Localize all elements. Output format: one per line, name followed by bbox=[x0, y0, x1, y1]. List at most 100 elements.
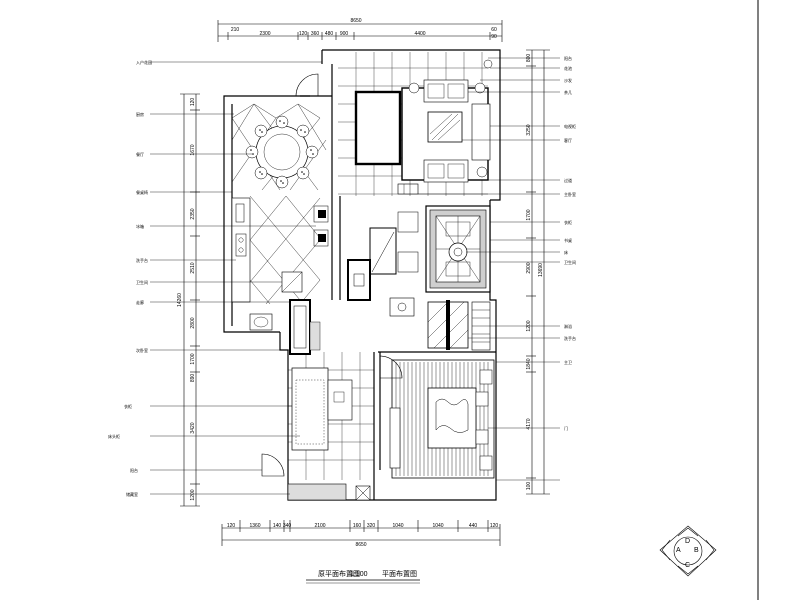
left-dim-seg-3: 2510 bbox=[190, 262, 196, 273]
bottom-dim-seg-4: 2100 bbox=[314, 523, 325, 529]
master-wardrobe bbox=[389, 407, 401, 469]
bottom-dim-seg-6: 320 bbox=[367, 523, 376, 529]
kitchen-sink bbox=[235, 203, 245, 223]
right-dim-seg-7: 100 bbox=[526, 482, 532, 491]
top-dim-right-small: 90 bbox=[491, 34, 497, 40]
kitchen-stove bbox=[235, 233, 247, 257]
master-bed-linen bbox=[435, 398, 469, 433]
label-left-7: 走廊 bbox=[136, 299, 144, 305]
armchair-right bbox=[471, 103, 491, 161]
top-dim-seg-1: 2300 bbox=[259, 31, 270, 37]
bottom-dim-seg-5: 160 bbox=[353, 523, 362, 529]
bottom-dim-seg-3: 340 bbox=[283, 523, 292, 529]
label-left-3: 餐桌椅 bbox=[136, 189, 148, 195]
compass-letter-a: A bbox=[676, 547, 681, 554]
stove-burner-2 bbox=[238, 247, 244, 253]
left-dim-seg-5: 1700 bbox=[190, 353, 196, 364]
left-dim-seg-6: 890 bbox=[190, 374, 196, 383]
kitchen-counter bbox=[231, 197, 251, 303]
corridor-cabinet-diag bbox=[371, 231, 395, 273]
bedroom-desk-chair bbox=[333, 391, 345, 403]
label-right-7: 主卧室 bbox=[564, 191, 576, 197]
compass-symbol bbox=[659, 525, 717, 577]
master-bed-pillow-1 bbox=[475, 391, 489, 407]
right-dimension-chain bbox=[526, 49, 550, 495]
compass-letter-b: B bbox=[694, 547, 699, 554]
label-right-5: 客厅 bbox=[564, 137, 572, 143]
walls bbox=[223, 49, 501, 501]
wardrobe-dots bbox=[309, 321, 321, 351]
top-dim-seg-4: 480 bbox=[325, 31, 334, 37]
label-right-6: 过道 bbox=[564, 177, 572, 183]
label-right-2: 沙发 bbox=[564, 77, 572, 83]
compass-letter-d: D bbox=[685, 538, 690, 545]
left-dim-seg-2: 2350 bbox=[190, 208, 196, 219]
drawing-title: 原平面布置图 bbox=[318, 569, 360, 578]
shoe-rack bbox=[397, 183, 419, 195]
label-right-12: 淋浴 bbox=[564, 323, 572, 329]
round-dining-table-inner bbox=[263, 133, 301, 171]
top-dim-seg-3: 360 bbox=[311, 31, 320, 37]
top-dim-seg-0: 210 bbox=[231, 27, 240, 33]
dining-partition-1 bbox=[313, 205, 329, 223]
corridor-column bbox=[347, 259, 371, 301]
label-left-5: 洗手台 bbox=[136, 257, 148, 263]
wardrobe-doors bbox=[293, 305, 307, 349]
coffee-table-hatch-2 bbox=[437, 119, 461, 141]
master-carpet-medallion-inner bbox=[453, 247, 463, 257]
bedroom-bed-blanket bbox=[295, 379, 325, 445]
corridor-cabinet bbox=[369, 227, 397, 275]
balcony-planter bbox=[287, 483, 347, 501]
dining-partition-black-1 bbox=[318, 210, 326, 218]
bedroom-door-swing bbox=[261, 453, 285, 477]
bathroom-basin bbox=[249, 313, 273, 331]
label-right-9: 书桌 bbox=[564, 237, 572, 243]
top-dim-seg-7: 60 bbox=[491, 27, 497, 33]
right-dim-seg-6: 4170 bbox=[526, 418, 532, 429]
bottom-dim-seg-2: 140 bbox=[273, 523, 282, 529]
label-right-1: 花池 bbox=[564, 65, 572, 71]
storage-box-x2 bbox=[355, 485, 371, 501]
nightstand-top bbox=[479, 369, 493, 385]
sofa-top bbox=[423, 79, 469, 103]
tv-cabinet bbox=[354, 90, 402, 166]
sofa-bottom bbox=[423, 159, 469, 183]
dining-partition-black-2 bbox=[318, 234, 326, 242]
label-left-11: 阳台 bbox=[130, 467, 138, 473]
label-left-10: 床头柜 bbox=[108, 433, 120, 439]
washbasin-bowl bbox=[397, 302, 407, 312]
label-left-6: 卫生间 bbox=[136, 279, 148, 285]
side-table-top-right bbox=[474, 82, 486, 94]
bottom-dim-seg-1: 1360 bbox=[249, 523, 260, 529]
drawing-subtitle: 平面布置图 bbox=[382, 569, 417, 578]
label-left-8: 次卧室 bbox=[136, 347, 148, 353]
kitchen-diamond-tiles bbox=[249, 195, 321, 305]
label-right-0: 阳台 bbox=[564, 55, 572, 61]
left-dim-seg-7: 3420 bbox=[190, 422, 196, 433]
label-right-14: 主卫 bbox=[564, 359, 572, 365]
compass-letter-c: C bbox=[685, 562, 690, 569]
label-left-2: 餐厅 bbox=[136, 151, 144, 157]
washbasin-cabinet bbox=[389, 297, 415, 317]
dining-chair-dots bbox=[250, 120, 314, 184]
fridge-diag bbox=[281, 271, 303, 293]
label-right-11: 卫生间 bbox=[564, 259, 576, 265]
stove-burner-1 bbox=[238, 237, 244, 243]
label-left-12: 储藏室 bbox=[126, 491, 138, 497]
right-dim-seg-5: 1840 bbox=[526, 358, 532, 369]
drawing-scale: 1:100 bbox=[350, 571, 368, 578]
label-right-13: 洗手台 bbox=[564, 335, 576, 341]
top-dim-seg-2: 120 bbox=[299, 31, 308, 37]
bottom-dim-seg-8: 1040 bbox=[432, 523, 443, 529]
corridor-stair-bottom bbox=[397, 251, 419, 273]
coffee-table-hatch-3 bbox=[429, 113, 453, 135]
bottom-total-dim: 8650 bbox=[355, 542, 366, 548]
label-right-15: 门 bbox=[564, 425, 568, 431]
label-left-4: 冰箱 bbox=[136, 223, 144, 229]
left-dim-seg-0: 120 bbox=[190, 98, 196, 107]
right-total-dim: 13690 bbox=[538, 263, 544, 277]
left-dimension-chain bbox=[180, 93, 200, 507]
bottom-dim-seg-7: 1040 bbox=[392, 523, 403, 529]
right-dim-seg-2: 1700 bbox=[526, 209, 532, 220]
